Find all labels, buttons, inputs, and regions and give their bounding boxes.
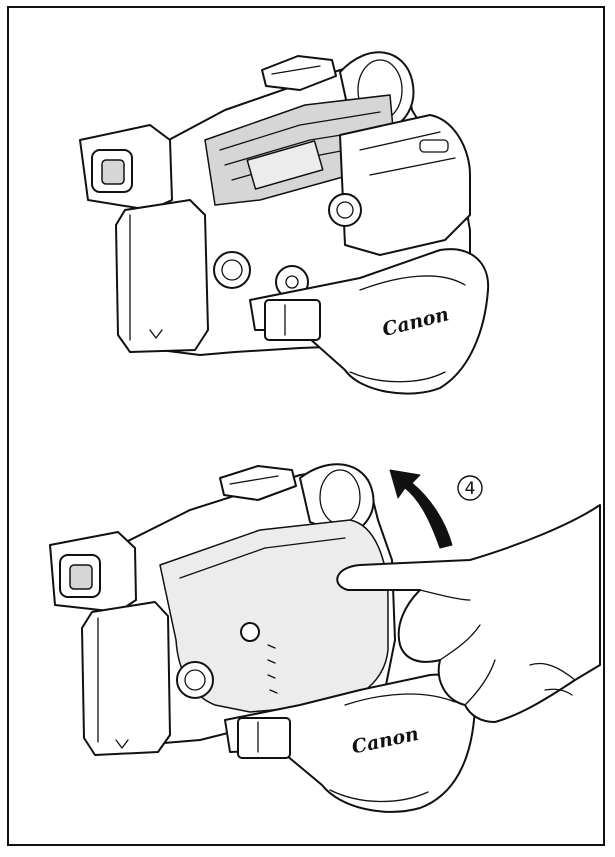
accessory-shoe: [261, 55, 337, 91]
battery-pack: [115, 199, 209, 353]
battery-pack: [81, 601, 171, 756]
step-number: 4: [465, 479, 476, 499]
camcorder-open-compartment: Canon: [79, 51, 490, 395]
step-number-circle: [457, 475, 483, 501]
mode-dial: [176, 661, 214, 699]
curved-arrow-up-icon: [389, 469, 453, 549]
release-knob: [328, 193, 362, 227]
camcorder-closing-cover: Canon 4: [49, 463, 601, 813]
compartment-cover-open: [339, 114, 471, 256]
pointing-hand-icon: [336, 504, 601, 723]
mode-dial: [213, 251, 251, 289]
strap-buckle: [264, 299, 321, 341]
accessory-shoe: [219, 465, 297, 501]
grip-strap: [249, 248, 490, 395]
strap-buckle: [237, 717, 291, 759]
